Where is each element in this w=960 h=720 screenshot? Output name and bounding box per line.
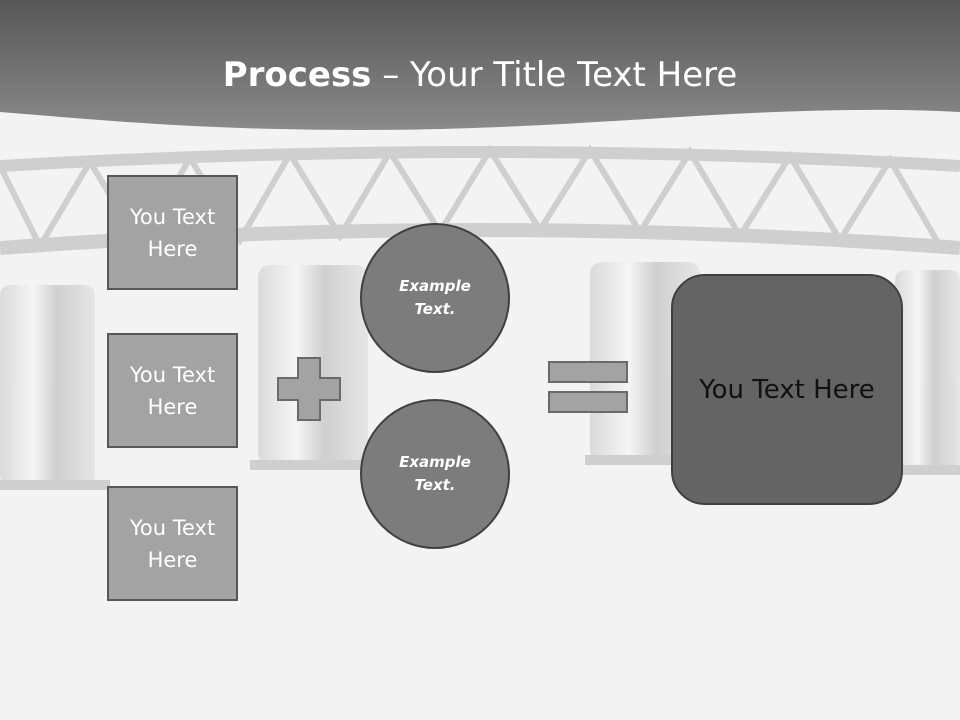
header-band: [0, 0, 960, 130]
stage-lamp: [0, 285, 110, 490]
example-circle-1: Example Text.: [360, 223, 510, 373]
stage-lamp: [890, 270, 960, 475]
input-box-3: You Text Here: [107, 486, 238, 601]
input-box-1: You Text Here: [107, 175, 238, 290]
equals-sign-icon: [548, 361, 628, 413]
page-title: Process – Your Title Text Here: [0, 52, 960, 98]
title-bold: Process: [222, 55, 372, 95]
example-circle-2: Example Text.: [360, 399, 510, 549]
result-box: You Text Here: [671, 274, 903, 505]
input-box-2: You Text Here: [107, 333, 238, 448]
plus-sign-icon: [277, 357, 341, 421]
title-rest: – Your Title Text Here: [371, 55, 738, 95]
